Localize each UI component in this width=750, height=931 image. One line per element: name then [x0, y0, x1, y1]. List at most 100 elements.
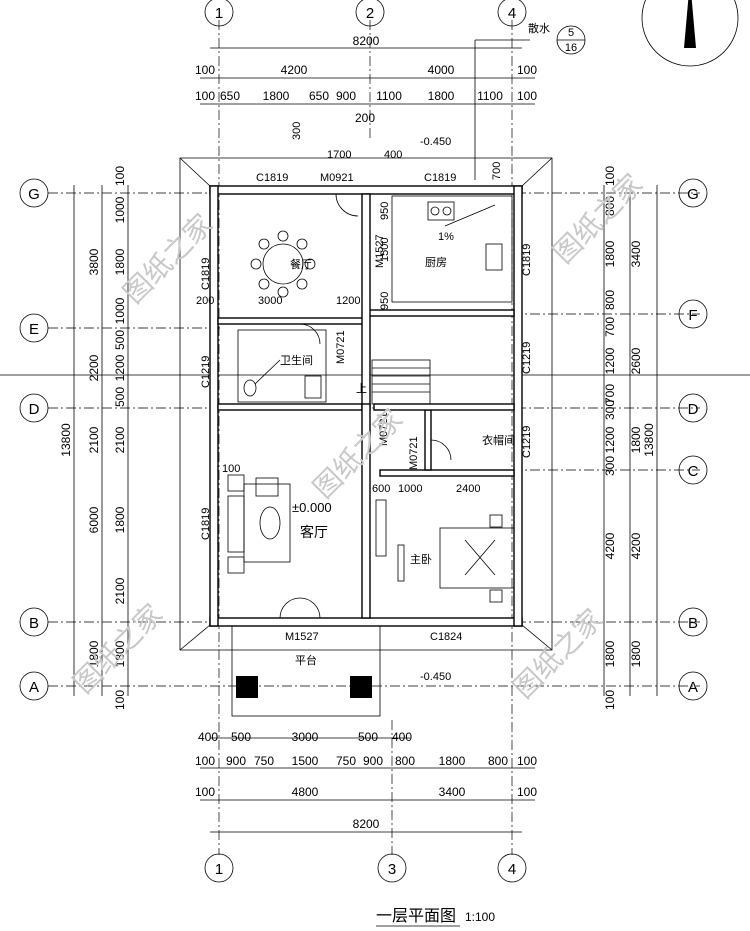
walls — [209, 185, 523, 627]
dim-right-c1-4: 1800 — [629, 640, 643, 667]
stair-up-label: 上 — [356, 382, 367, 395]
dim-right-c2-12: 100 — [603, 690, 617, 710]
dim-right-c2-2: 1800 — [603, 240, 617, 267]
eaves-outline — [179, 157, 553, 651]
room-label-terrace: 平台 — [295, 653, 317, 667]
dim-right-c2-4: 700 — [603, 317, 617, 337]
dim-left-c1-2: 2100 — [87, 426, 101, 453]
dim-left-c2-8: 1800 — [113, 506, 127, 533]
note-600: 600 — [372, 483, 390, 495]
grid-label-right-d: D — [688, 401, 699, 418]
dim-left-overall: 13800 — [59, 423, 73, 457]
dim-bottom-r2-5: 900 — [363, 754, 383, 768]
note-700: 700 — [491, 162, 503, 180]
note-3000: 3000 — [258, 295, 282, 307]
note-1200: 1200 — [336, 295, 360, 307]
dim-right-c2-0: 100 — [603, 166, 617, 186]
front-terrace — [231, 597, 381, 717]
dim-bottom-r3-0: 400 — [198, 730, 218, 744]
dim-bottom-r2-0: 100 — [195, 754, 215, 768]
tag-m0721-closet: M0721 — [408, 436, 420, 470]
room-label-closet: 衣帽间 — [482, 433, 515, 447]
tag-c1824: C1824 — [430, 631, 462, 643]
room-label-toilet: 卫生间 — [280, 353, 313, 367]
dim-top-r2-4: 900 — [336, 89, 356, 103]
grid-label-left-a: A — [29, 679, 39, 696]
drawing-title: 一层平面图 1:100 — [376, 908, 495, 927]
dim-left-c2-6: 500 — [113, 387, 127, 407]
axis-lines — [0, 20, 750, 855]
grid-label-left-e: E — [29, 321, 39, 338]
grid-label-top-4: 4 — [508, 5, 516, 22]
note-1500: 1500 — [379, 238, 391, 262]
dim-bottom-r1-0: 100 — [195, 785, 215, 799]
dim-right-c2-3: 800 — [603, 290, 617, 310]
grid-label-left-d: D — [29, 401, 40, 418]
dim-left-c1-4: 1800 — [87, 640, 101, 667]
grid-label-right-g: G — [687, 186, 699, 203]
grid-label-top-2: 2 — [366, 5, 374, 22]
dim-right-c2-7: 300 — [603, 400, 617, 420]
dim-top-r2-7: 1100 — [477, 89, 503, 103]
dim-right-c2-5: 1200 — [603, 347, 617, 374]
grid-label-right-a: A — [688, 679, 698, 696]
grid-bubbles-left: G E D B A — [19, 178, 49, 701]
room-label-living: 客厅 — [300, 524, 328, 540]
dim-top-r2-5: 1100 — [376, 89, 402, 103]
dim-right-overall: 13800 — [642, 423, 656, 457]
note-300: 300 — [291, 122, 303, 140]
note-950a: 950 — [379, 202, 391, 220]
grid-label-right-f: F — [688, 307, 697, 324]
dim-right-c1-0: 3400 — [629, 240, 643, 267]
dim-bottom-r3-4: 400 — [392, 730, 412, 744]
tag-m1527-main: M1527 — [285, 631, 319, 643]
dim-bottom-r2-1: 900 — [226, 754, 246, 768]
dim-bottom-r3-2: 3000 — [292, 730, 319, 744]
dim-right-c2-1: 800 — [603, 196, 617, 216]
level-ext-bottom: -0.450 — [420, 671, 451, 683]
note-400: 400 — [384, 149, 402, 161]
dim-bottom-r3-1: 500 — [231, 730, 251, 744]
room-label-dining: 餐厅 — [290, 257, 312, 271]
note-2400: 2400 — [456, 483, 480, 495]
dim-bottom-r2-8: 800 — [488, 754, 508, 768]
dim-right-c2-11: 1800 — [603, 640, 617, 667]
grid-label-left-g: G — [28, 186, 40, 203]
tag-m1527-kitchen: M1527 — [374, 234, 386, 268]
grid-bubbles-top: 1 2 4 — [204, 0, 527, 27]
dim-left-c1-0: 3800 — [87, 248, 101, 275]
dim-bottom-overall: 8200 — [353, 817, 380, 831]
tag-c1219-right-upper: C1219 — [521, 342, 533, 374]
watermark-2: 图纸之家 — [307, 402, 410, 505]
tag-m0721-bedroom: M0721 — [378, 412, 390, 446]
grid-label-bottom-3: 3 — [388, 861, 396, 878]
north-arrow — [641, 0, 739, 67]
dim-top-r1-0: 100 — [195, 63, 215, 77]
note-100: 100 — [222, 463, 240, 475]
dimensions-top: 8200 100 4200 4000 100 100 650 1800 650 … — [195, 21, 586, 180]
tag-c1219-right-lower: C1219 — [521, 426, 533, 458]
scatter-label: 散水 — [528, 21, 550, 35]
room-label-kitchen: 厨房 — [425, 256, 447, 269]
level-living: ±0.000 — [292, 500, 332, 515]
dim-top-r2-3: 650 — [309, 89, 329, 103]
living-sofa-set — [227, 474, 291, 574]
dim-top-r1-3: 100 — [517, 63, 537, 77]
note-200: 200 — [196, 295, 214, 307]
dim-right-c2-8: 1200 — [603, 426, 617, 453]
dim-bottom-r2-3: 1500 — [292, 754, 319, 768]
dim-left-c2-3: 1000 — [113, 297, 127, 324]
door-swings — [299, 193, 452, 461]
tag-c1819-left-upper: C1819 — [200, 258, 212, 290]
dim-left-c2-11: 100 — [113, 690, 127, 710]
tag-c1819-right: C1819 — [521, 244, 533, 276]
dim-top-r2-6: 1800 — [428, 89, 455, 103]
dim-left-c2-7: 2100 — [113, 426, 127, 453]
stairs: 上 — [356, 359, 431, 405]
title-main: 一层平面图 — [376, 908, 456, 925]
dim-left-c2-1: 1000 — [113, 196, 127, 223]
dim-right-c2-10: 4200 — [603, 532, 617, 559]
tag-c1819-top-right: C1819 — [424, 172, 456, 184]
dim-top-offset: 200 — [355, 111, 375, 125]
